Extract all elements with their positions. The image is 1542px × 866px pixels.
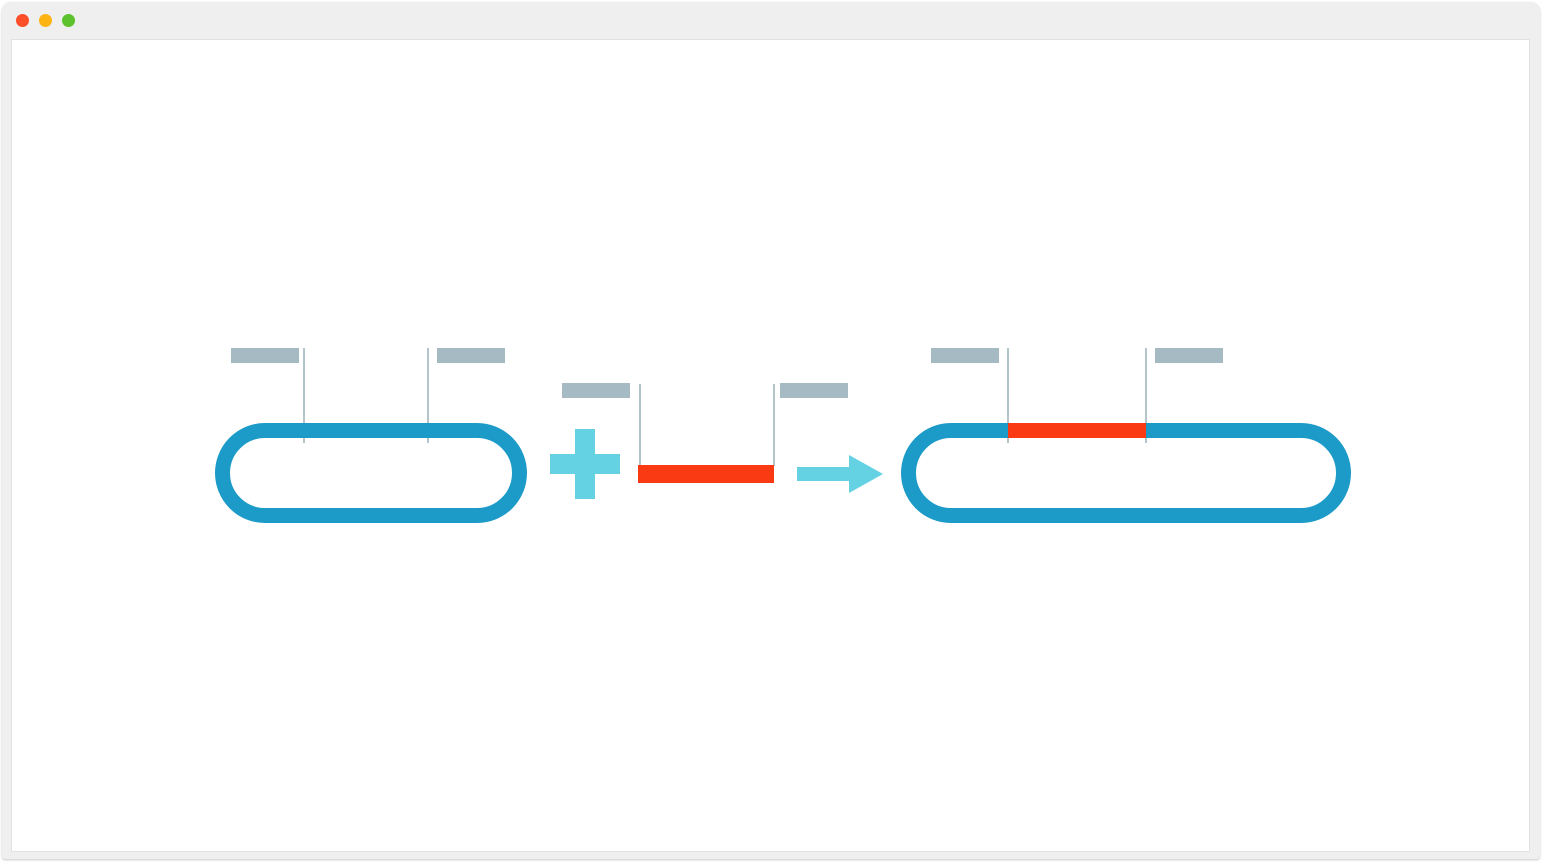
inserted-fragment-segment: [1008, 423, 1146, 438]
cloning-diagram: [12, 40, 1529, 851]
recombinant-plasmid[interactable]: [901, 423, 1351, 523]
insert-fragment[interactable]: [638, 465, 774, 483]
insert-label-right-leader: [773, 384, 775, 466]
product-label-left-leader: [1007, 348, 1009, 443]
window-controls: [16, 14, 75, 27]
plus-operator-icon: [550, 429, 620, 499]
maximize-button-icon[interactable]: [62, 14, 75, 27]
insert-label-left-bar: [562, 383, 630, 398]
vector-backbone: [215, 423, 527, 523]
insert-label-right-bar: [780, 383, 848, 398]
source-vector-plasmid[interactable]: [215, 423, 527, 523]
vector-label-right-bar: [437, 348, 505, 363]
product-label-right-leader: [1145, 348, 1147, 443]
window-content-area: [11, 39, 1530, 852]
minimize-button-icon[interactable]: [39, 14, 52, 27]
product-label-left-bar: [931, 348, 999, 363]
window-titlebar[interactable]: [2, 2, 1540, 39]
arrow-operator-icon: [797, 455, 883, 493]
close-button-icon[interactable]: [16, 14, 29, 27]
vector-label-right-leader: [427, 348, 429, 443]
insert-label-left-leader: [639, 384, 641, 466]
vector-label-left-leader: [303, 348, 305, 443]
product-label-right-bar: [1155, 348, 1223, 363]
arrow-shape: [797, 455, 883, 493]
plus-vertical-bar: [575, 429, 595, 499]
product-backbone: [901, 423, 1351, 523]
vector-label-left-bar: [231, 348, 299, 363]
